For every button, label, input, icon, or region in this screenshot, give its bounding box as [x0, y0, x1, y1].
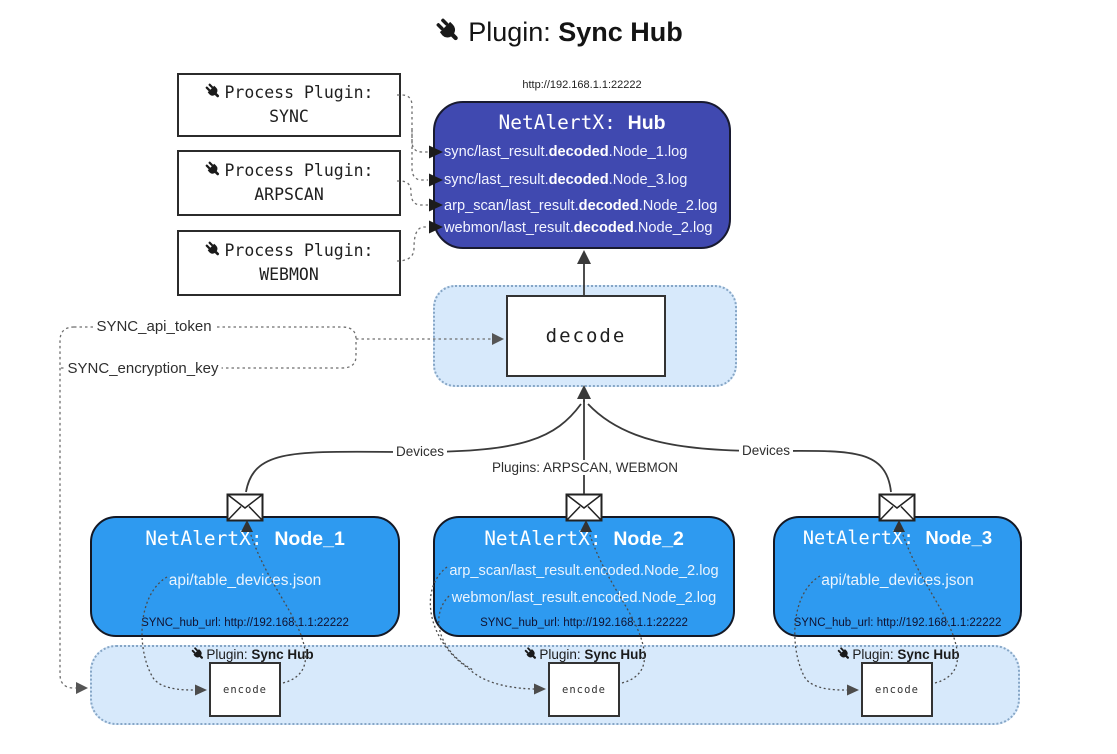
plug-icon — [204, 82, 223, 101]
hub-box: NetAlertX: Hub sync/last_result.decoded.… — [433, 101, 731, 249]
envelope-icon — [878, 493, 916, 522]
node-box-3: NetAlertX: Node_3 api/table_devices.json… — [773, 516, 1022, 637]
node-log-line: webmon/last_result.encoded.Node_2.log — [451, 590, 717, 606]
node-box-2: NetAlertX: Node_2 arp_scan/last_result.e… — [433, 516, 735, 637]
decode-box: decode — [506, 295, 666, 377]
envelope-icon — [226, 493, 264, 522]
encode-plugin-label: Plugin: Sync Hub — [190, 646, 314, 662]
hub-log-line: sync/last_result.decoded.Node_1.log — [444, 144, 688, 160]
process-plugin-box-webmon: Process Plugin: WEBMON — [177, 230, 401, 296]
process-plugin-box-arpscan: Process Plugin: ARPSCAN — [177, 150, 401, 216]
encode-plugin-label: Plugin: Sync Hub — [523, 646, 647, 662]
sync-encryption-key-label: SYNC_encryption_key — [64, 360, 222, 377]
hub-log-line: webmon/last_result.decoded.Node_2.log — [444, 220, 713, 236]
node-hub-url: SYNC_hub_url: http://192.168.1.1:22222 — [480, 617, 688, 629]
encode-plugin-label: Plugin: Sync Hub — [836, 646, 960, 662]
node-log-line: api/table_devices.json — [821, 572, 974, 589]
plug-icon — [190, 646, 206, 662]
process-plugin-name: ARPSCAN — [254, 185, 324, 204]
hub-title: NetAlertX: Hub — [498, 111, 666, 134]
node-log-line: arp_scan/last_result.encoded.Node_2.log — [449, 563, 719, 579]
page-title-name: Sync Hub — [558, 17, 683, 47]
encode-box: encode — [861, 662, 933, 717]
plug-icon — [204, 240, 223, 259]
process-plugin-name: SYNC — [269, 107, 309, 126]
sync-api-token-label: SYNC_api_token — [93, 318, 215, 335]
process-plugin-label: Process Plugin: — [204, 81, 374, 105]
envelope-icon — [565, 493, 603, 522]
node-title: NetAlertX: Node_3 — [802, 527, 993, 549]
encode-box: encode — [209, 662, 281, 717]
node-hub-url: SYNC_hub_url: http://192.168.1.1:22222 — [793, 617, 1002, 629]
hub-log-line: sync/last_result.decoded.Node_3.log — [444, 172, 688, 188]
encode-box: encode — [548, 662, 620, 717]
devices-label-left: Devices — [392, 444, 448, 459]
process-plugin-label: Process Plugin: — [204, 239, 374, 263]
process-plugin-label: Process Plugin: — [204, 159, 374, 183]
page-title: Plugin: Sync Hub — [0, 16, 1117, 48]
node-hub-url: SYNC_hub_url: http://192.168.1.1:22222 — [141, 617, 349, 629]
node-log-line: api/table_devices.json — [168, 572, 322, 589]
plug-icon — [204, 160, 223, 179]
hub-url-label: http://192.168.1.1:22222 — [522, 79, 642, 91]
plug-icon — [836, 646, 852, 662]
plugins-label: Plugins: ARPSCAN, WEBMON — [488, 460, 682, 475]
plug-icon — [434, 16, 464, 46]
process-plugin-name: WEBMON — [259, 265, 319, 284]
hub-log-line: arp_scan/last_result.decoded.Node_2.log — [444, 198, 718, 214]
page-title-prefix: Plugin: — [468, 17, 551, 47]
node-box-1: NetAlertX: Node_1 api/table_devices.json… — [90, 516, 400, 637]
node-title: NetAlertX: Node_2 — [484, 527, 684, 550]
devices-label-right: Devices — [738, 443, 794, 458]
plug-icon — [523, 646, 539, 662]
node-title: NetAlertX: Node_1 — [145, 527, 345, 550]
process-plugin-box-sync: Process Plugin: SYNC — [177, 73, 401, 137]
